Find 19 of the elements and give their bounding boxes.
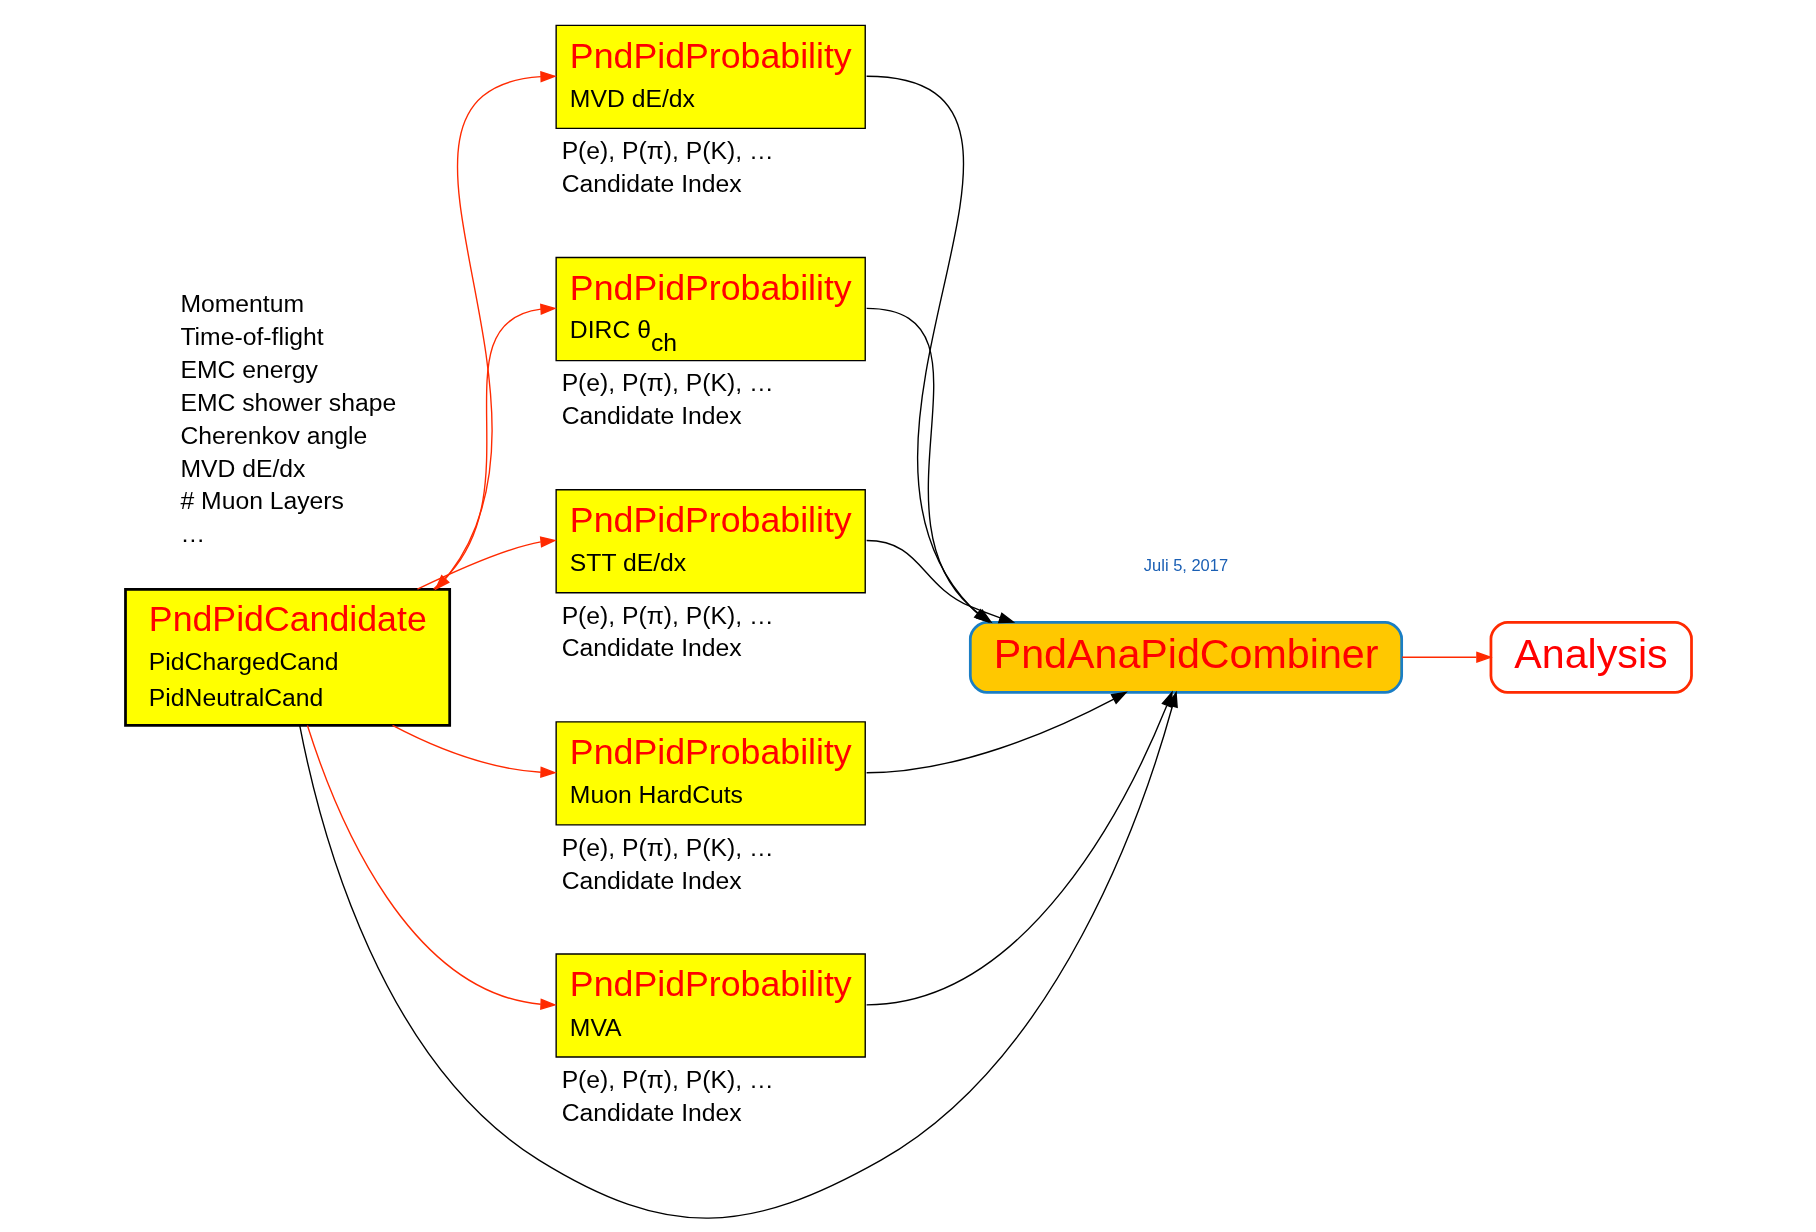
node-label: P(e), P(π), P(K), … [561, 833, 774, 861]
node-label: Candidate Index [561, 170, 742, 198]
label: Cherenkov angle [179, 421, 367, 449]
label: … [179, 520, 205, 548]
label: Juli 5, 2017 [1143, 555, 1228, 574]
label: Time-of-flight [179, 322, 324, 350]
node-label: P(e), P(π), P(K), … [561, 601, 774, 629]
node-label: P(e), P(π), P(K), … [561, 137, 774, 165]
node-label: P(e), P(π), P(K), … [561, 1065, 774, 1093]
label: MVD dE/dx [179, 454, 305, 482]
label: # Muon Layers [179, 487, 344, 515]
node-label: Candidate Index [561, 866, 742, 894]
label: Momentum [179, 289, 304, 317]
node-label: P(e), P(π), P(K), … [561, 369, 774, 397]
node-label: Candidate Index [561, 634, 742, 662]
node-label: Candidate Index [561, 1098, 742, 1126]
label: EMC shower shape [179, 388, 396, 416]
node-label: Candidate Index [561, 402, 742, 430]
label: EMC energy [179, 355, 318, 383]
